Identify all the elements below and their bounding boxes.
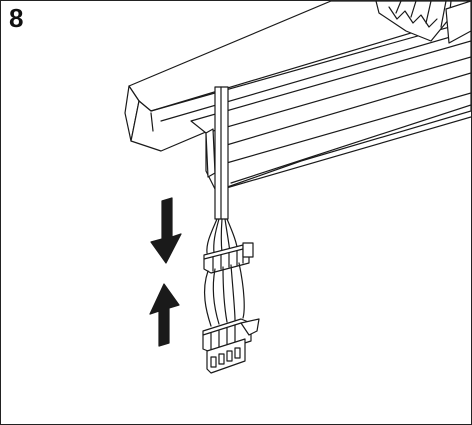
up-arrow-icon — [150, 284, 179, 346]
step-number: 8 — [9, 3, 24, 33]
hanging-cable — [215, 87, 228, 219]
top-terminal-block — [376, 1, 471, 43]
connector-wires — [205, 263, 245, 326]
down-arrow-icon — [151, 198, 181, 263]
upper-connector — [204, 243, 253, 273]
lower-connector — [203, 319, 259, 373]
